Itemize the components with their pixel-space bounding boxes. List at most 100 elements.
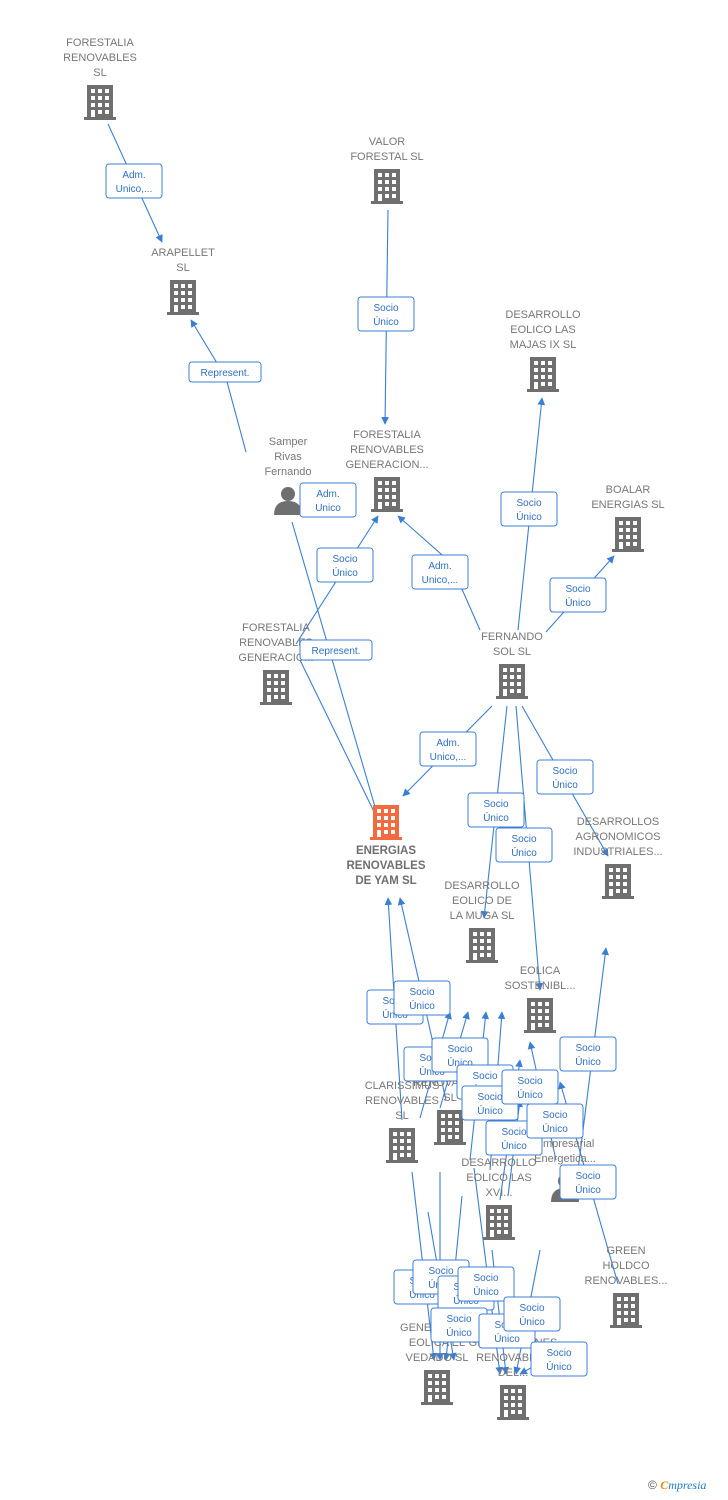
edge-label-box [503, 1296, 561, 1332]
node-label: DEL... [498, 1367, 529, 1379]
node-label: LA MUGA SL [450, 910, 515, 922]
node-label: RENOVABLES [239, 637, 313, 649]
edge-label-text: Socio [552, 766, 577, 777]
building-icon [386, 1128, 418, 1163]
edge-label-text: Socio [409, 987, 434, 998]
edge-label[interactable]: Represent. [188, 361, 262, 383]
brand-logo: Cmpresia [660, 1478, 707, 1492]
node-label: SOSTENIBL... [505, 980, 576, 992]
node-label: RENOVABLES [350, 444, 424, 456]
node-label: VALOR [369, 136, 406, 148]
node-label: RENOVABLES [346, 860, 425, 872]
node-label: MAJAS IX SL [510, 339, 577, 351]
edge-label-text: Adm. [428, 561, 451, 572]
node-forestalia-generacion-2[interactable]: FORESTALIARENOVABLESGENERACIO... [238, 622, 314, 705]
edge-label-box [419, 731, 477, 767]
node-label: RENOVABLES [365, 1095, 439, 1107]
edge-label-box [393, 980, 451, 1016]
node-label: INDUSTRIALES... [573, 846, 662, 858]
edge-label-box [495, 827, 553, 863]
edge-line [299, 659, 381, 825]
node-label: EOLICA [520, 965, 561, 977]
building-icon [371, 477, 403, 512]
edge-label-text: Único [516, 510, 542, 523]
footer-brand[interactable]: © Cmpresia [648, 1478, 706, 1493]
node-label: VEDADO SL [406, 1352, 469, 1364]
node-green-holdco[interactable]: GREENHOLDCORENOVABLES... [585, 1245, 668, 1328]
edge-label-text: Unico,... [116, 184, 153, 195]
edge-label[interactable]: Adm.Unico [299, 482, 357, 518]
node-label: SOL SL [493, 646, 531, 658]
edge-label[interactable]: Adm. Unico,... [411, 554, 469, 590]
edge-label-text: Único [373, 315, 399, 328]
node-label: SL [93, 67, 106, 79]
edge-label-text: Unico,... [422, 575, 459, 586]
edge-label-text: Único [477, 1104, 503, 1117]
building-icon [483, 1205, 515, 1240]
node-label: ARAPELLET [151, 247, 215, 259]
edge-label-box [467, 792, 525, 828]
edge-labels-layer: Adm.Unico,...Represent.SocioÚnicoAdm.Uni… [105, 163, 617, 1377]
edge-label-text: Socio [546, 1348, 571, 1359]
node-forestalia-generacion-1[interactable]: FORESTALIARENOVABLESGENERACION... [345, 429, 429, 512]
edge-label-text: Único [546, 1360, 572, 1373]
edge-label-text: Socio [332, 554, 357, 565]
node-label: GENERACIO... [238, 652, 313, 664]
edge-label-text: Único [575, 1055, 601, 1068]
person-icon [274, 487, 302, 515]
node-desarrollos-agronomicos[interactable]: DESARROLLOSAGRONOMICOSINDUSTRIALES... [573, 816, 663, 899]
edge-label-text: Adm. [122, 170, 145, 181]
node-label: Fernando [264, 466, 311, 478]
building-icon [370, 805, 402, 840]
edge-label-text: Socio [542, 1110, 567, 1121]
edge-label-text: Socio [575, 1043, 600, 1054]
node-label: Empresarial [536, 1138, 595, 1150]
node-label: ENERGIAS [356, 845, 416, 857]
building-icon [612, 517, 644, 552]
building-icon [466, 928, 498, 963]
edge-label[interactable]: Adm.Unico,... [419, 731, 477, 767]
node-label: Energetica... [534, 1153, 596, 1165]
building-icon [497, 1385, 529, 1420]
node-label: GREEN [606, 1245, 645, 1257]
edge-label-text: Único [552, 778, 578, 791]
edge-label[interactable]: Represent. [299, 639, 373, 661]
node-label: HOLDCO [602, 1260, 650, 1272]
edge-label-text: Socio [446, 1314, 471, 1325]
node-label: DE YAM SL [355, 875, 416, 887]
edge-label-text: Socio [447, 1044, 472, 1055]
node-eolica-sostenible[interactable]: EOLICA SOSTENIBL... [505, 965, 576, 1033]
edge-line [190, 319, 247, 453]
node-energias-yam[interactable]: ENERGIAS RENOVABLES DE YAM SL [346, 805, 426, 887]
node-label: SL [395, 1110, 408, 1122]
edge-label[interactable]: Adm. Unico,... [105, 163, 163, 199]
